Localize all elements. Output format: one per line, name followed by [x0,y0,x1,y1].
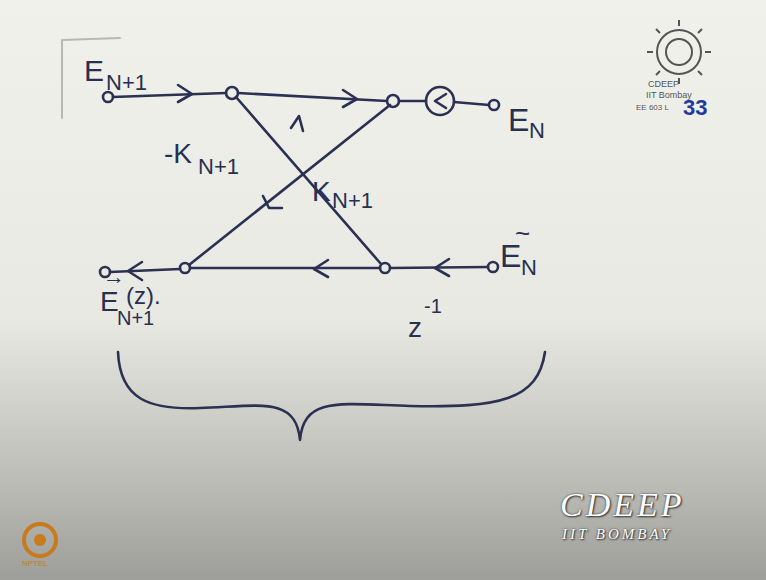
diagram-label: ~ [515,220,530,246]
diagram-label: (z). [126,284,161,308]
diagram-label: E [84,56,104,86]
diagram-label: 33 [683,97,707,119]
diagram-label: E [508,104,529,136]
diagram-label: N+1 [332,190,373,212]
diagram-label: -K [164,140,192,168]
diagram-label: IIT BOMBAY [562,527,672,542]
diagram-label: NPTEL [22,560,48,568]
diagram-label: → [103,266,125,288]
diagram-label: N+1 [106,72,147,94]
diagram-label: N+1 [198,156,239,178]
diagram-label: -1 [424,296,442,316]
diagram-label: EE 603 L [636,104,669,112]
diagram-label: z [408,314,422,342]
diagram-label: CDEEP [648,80,679,89]
diagram-label: K [312,178,331,206]
diagram-label: CDEEP [560,488,685,522]
diagram-label: N [529,120,545,142]
diagram-label: E [100,288,119,316]
diagram-label: N [521,257,537,279]
diagram-label: N+1 [117,308,154,328]
